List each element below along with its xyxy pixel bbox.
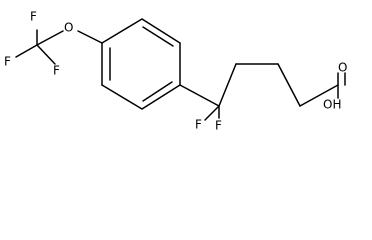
atom-label-f: F: [30, 10, 37, 24]
atom-label-f: F: [53, 64, 60, 78]
bond: [101, 18, 143, 44]
bond: [204, 105, 220, 121]
bond: [179, 84, 220, 107]
molecule-drawing: F F F O F F O OH: [4, 10, 347, 133]
atom-label-o: O: [64, 21, 73, 35]
atom-label-f: F: [195, 118, 202, 132]
bond: [15, 44, 38, 58]
structure-diagram: F F F O F F O OH: [4, 10, 347, 133]
bond: [77, 30, 103, 44]
atom-label-oh: OH: [323, 98, 341, 112]
bond: [142, 26, 174, 47]
bond: [299, 84, 339, 107]
bond: [218, 63, 237, 107]
bond: [101, 84, 143, 110]
bond: [141, 84, 181, 110]
bond: [141, 18, 181, 44]
atom-label-f: F: [4, 55, 11, 69]
bond: [142, 81, 173, 102]
bond: [36, 44, 56, 65]
atom-label-f: F: [215, 119, 222, 133]
atom-label-o: O: [338, 61, 347, 75]
bond: [36, 30, 64, 46]
bond: [277, 63, 301, 107]
